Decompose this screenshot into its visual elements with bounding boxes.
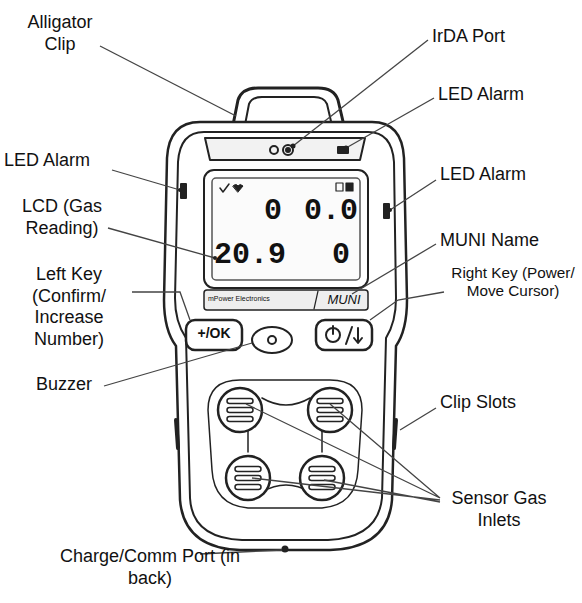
inlet-slot	[309, 476, 335, 481]
leader-line	[104, 343, 252, 386]
inlet-slot	[235, 467, 261, 472]
callout-label: Charge/Comm Port (in back)	[50, 546, 250, 589]
sensor-inlet	[218, 388, 262, 432]
slash-icon	[346, 327, 352, 344]
callout-label: Buzzer	[36, 374, 116, 396]
brand-bar	[204, 290, 368, 310]
inlet-slot	[309, 467, 335, 472]
led-alarm-right	[384, 204, 389, 218]
lcd-frame	[204, 170, 368, 288]
lcd-icon	[336, 183, 343, 191]
lcd-battery-icon	[346, 183, 353, 191]
callout-label: LCD (Gas Reading)	[8, 196, 116, 239]
buzzer	[252, 327, 292, 353]
key-label: +/OK	[190, 325, 238, 342]
inlet-slot	[227, 417, 253, 422]
callout-label: LED Alarm	[4, 150, 114, 172]
charge-port	[283, 547, 288, 552]
inlet-ring	[218, 388, 262, 432]
lcd-screen	[212, 178, 360, 280]
leader-line	[246, 404, 440, 502]
inlet-ring	[300, 456, 344, 500]
callout-label: Clip Slots	[440, 392, 578, 414]
leader-line	[112, 170, 180, 190]
right-key	[316, 320, 372, 350]
device-housing	[164, 122, 407, 550]
lcd-reading: 0	[318, 240, 350, 270]
sensor-inlet	[300, 456, 344, 500]
led-alarm-left	[181, 184, 186, 198]
buzzer-hole	[268, 336, 276, 344]
leader-line	[390, 180, 436, 210]
inlet-slot	[235, 485, 261, 490]
brand-divider	[314, 291, 318, 309]
device-housing-inner	[175, 132, 396, 540]
lcd-reading: 0.0	[296, 196, 358, 226]
inlet-slot	[317, 399, 343, 404]
leader-line	[346, 98, 434, 148]
inlet-ring	[226, 456, 270, 500]
lcd-reading: 0	[250, 196, 282, 226]
device-name: MUNI	[320, 292, 368, 308]
callout-label: LED Alarm	[438, 84, 578, 106]
leader-line	[100, 46, 236, 116]
lcd-heart-icon	[233, 185, 243, 193]
inlet-ring	[308, 388, 352, 432]
inlet-slot	[317, 417, 343, 422]
top-band	[205, 138, 365, 160]
power-icon-bar	[332, 326, 334, 334]
lcd-reading: 20.9	[214, 240, 298, 270]
callout-label: IrDA Port	[432, 26, 572, 48]
brand-text: mPower Electronics	[208, 295, 316, 303]
leader-line	[108, 228, 215, 258]
irda-dot	[286, 148, 290, 152]
leader-lines	[100, 40, 444, 554]
lcd-check-icon	[220, 184, 229, 192]
leader-line	[293, 40, 428, 146]
leader-line	[352, 244, 436, 294]
leader-line	[132, 292, 190, 320]
leader-line	[370, 292, 444, 320]
inlet-slot	[227, 408, 253, 413]
callout-label: LED Alarm	[440, 164, 578, 186]
callout-label: Alligator Clip	[10, 12, 110, 55]
sensor-inlet	[226, 456, 270, 500]
irda-lens	[270, 146, 278, 154]
clip-slot-left	[176, 420, 178, 448]
clip-slot	[394, 420, 396, 448]
down-arrow-icon	[354, 328, 362, 343]
sensor-inlet	[308, 388, 352, 432]
inlet-slot	[227, 399, 253, 404]
callout-label: Sensor Gas Inlets	[444, 488, 554, 531]
leader-line	[400, 408, 436, 430]
callout-label: Right Key (Power/ Move Cursor)	[446, 264, 580, 301]
left-key	[186, 320, 242, 350]
callout-label: Left Key (Confirm/ Increase Number)	[10, 264, 128, 350]
callout-label: MUNI Name	[440, 230, 578, 252]
